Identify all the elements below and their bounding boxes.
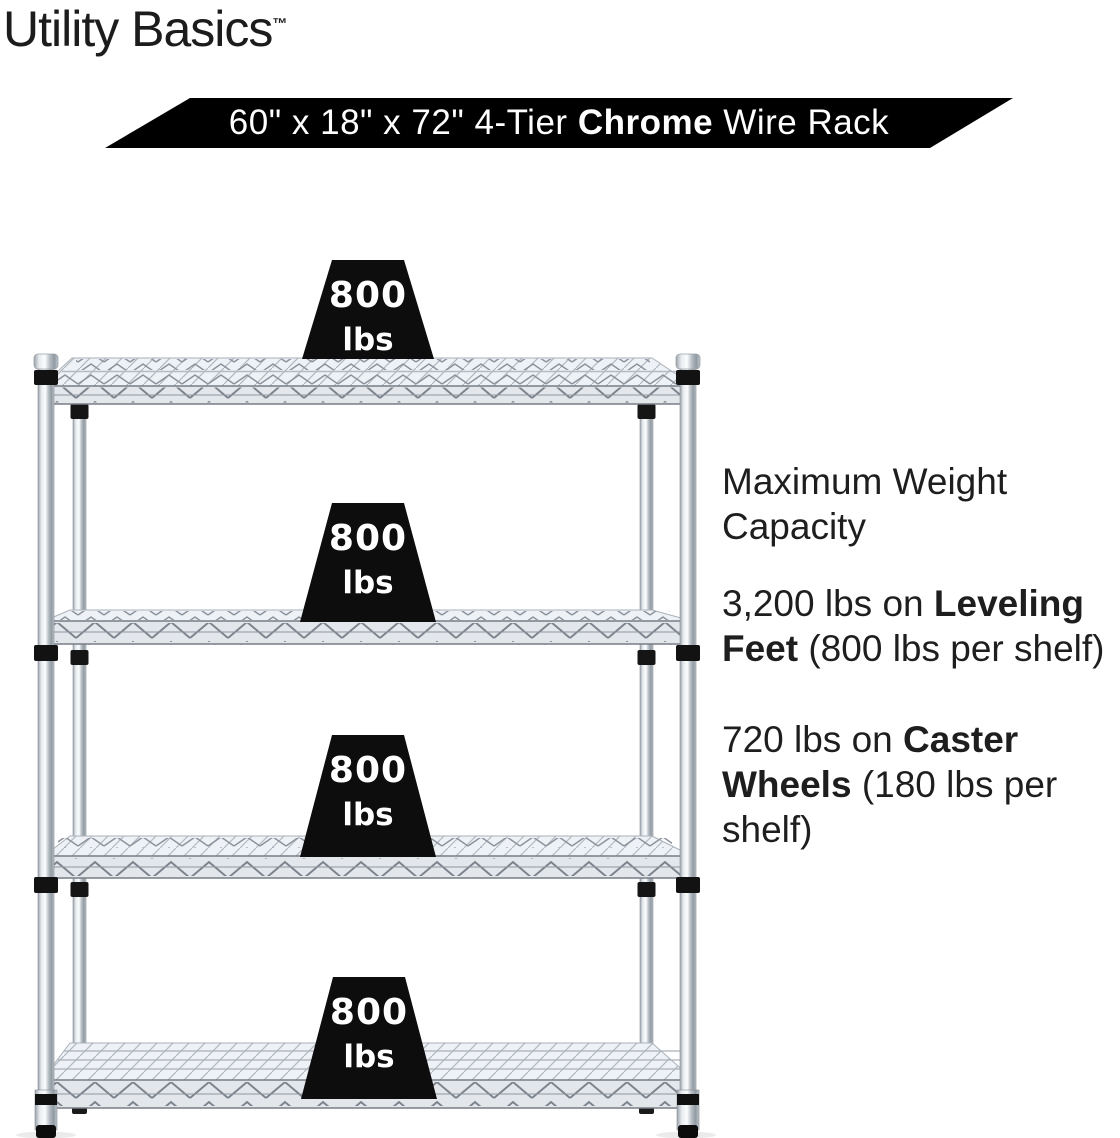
weight-badge-tier-2: 800 lbs	[300, 503, 436, 622]
shelf-1	[40, 357, 696, 405]
brand-name: Utility Basics	[3, 1, 273, 57]
weight-unit-3: lbs	[342, 797, 393, 833]
leveling-suffix: (800 lbs per shelf)	[798, 628, 1105, 669]
weight-unit-4: lbs	[343, 1039, 394, 1075]
spec-heading: Maximum Weight Capacity	[722, 461, 1008, 547]
leveling-bold: Leveling Feet	[722, 583, 1084, 669]
banner-title-suffix: Wire Rack	[713, 103, 890, 142]
brand-logo: Utility Basics™	[3, 0, 287, 58]
rack-front-posts	[33, 353, 701, 1138]
banner-title-prefix: 60" x 18" x 72" 4-Tier	[228, 103, 578, 142]
weight-value-3: 800	[329, 750, 407, 791]
leveling-prefix: 3,200 lbs on	[722, 583, 934, 624]
weight-value-4: 800	[330, 992, 408, 1033]
trademark-symbol: ™	[272, 15, 288, 33]
casters-bold: Caster Wheels	[722, 719, 1019, 805]
weight-unit-2: lbs	[342, 565, 393, 601]
weight-badge-tier-1: 800 lbs	[302, 260, 434, 359]
weight-badge-tier-4: 800 lbs	[301, 977, 437, 1099]
casters-prefix: 720 lbs on	[722, 719, 904, 760]
banner-title: 60" x 18" x 72" 4-Tier Chrome Wire Rack	[229, 103, 889, 143]
weight-badge-tier-3: 800 lbs	[300, 735, 436, 857]
spec-text-block: Maximum Weight Capacity 3,200 lbs on Lev…	[722, 459, 1120, 852]
floor-shadows	[16, 1131, 716, 1138]
spec-caster-wheels: 720 lbs on Caster Wheels (180 lbs per sh…	[722, 717, 1120, 852]
banner-title-bold: Chrome	[577, 103, 714, 142]
spec-leveling-feet: 3,200 lbs on Leveling Feet (800 lbs per …	[722, 581, 1120, 671]
title-banner: 60" x 18" x 72" 4-Tier Chrome Wire Rack	[105, 98, 1013, 148]
weight-value-1: 800	[329, 275, 407, 316]
weight-value-2: 800	[329, 518, 407, 559]
weight-unit-1: lbs	[342, 322, 393, 358]
casters-suffix: (180 lbs per shelf)	[722, 764, 1058, 850]
